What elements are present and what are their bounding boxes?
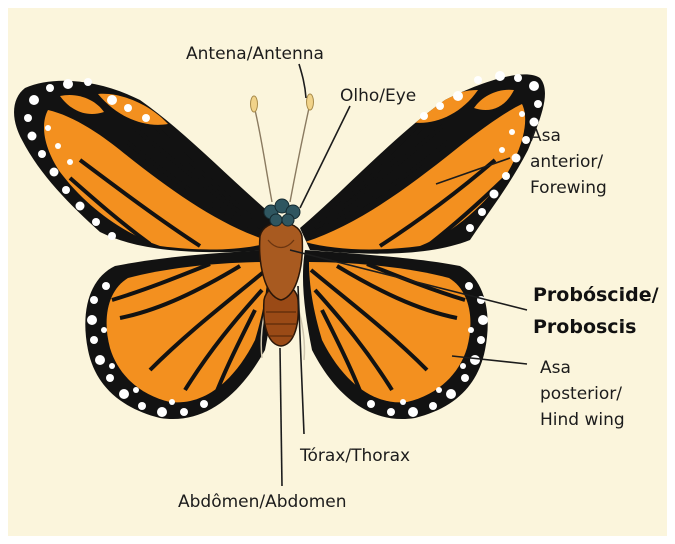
right-antenna-club <box>307 94 314 110</box>
right-hindwing <box>303 250 488 419</box>
eye-label: Olho/Eye <box>340 84 416 108</box>
thorax-pointer <box>298 286 304 434</box>
abdomen-pointer <box>280 348 282 486</box>
hindwing-label-line-2: posterior/ <box>540 382 622 406</box>
thorax-label: Tórax/Thorax <box>300 444 410 468</box>
antenna-pointer <box>299 64 306 98</box>
hindwing-label-line-3: Hind wing <box>540 408 625 432</box>
forewing-label-line-2: anterior/ <box>530 150 603 174</box>
antenna-label: Antena/Antenna <box>186 42 324 66</box>
abdomen-label: Abdômen/Abdomen <box>178 490 347 514</box>
antennae <box>255 108 309 202</box>
left-antenna-club <box>251 96 258 112</box>
left-hindwing <box>85 250 273 419</box>
proboscis-label-line-1: Probóscide/ <box>533 281 659 309</box>
left-forewing <box>14 78 288 252</box>
right-forewing <box>300 71 545 254</box>
proboscis-label-line-2: Proboscis <box>533 313 636 341</box>
forewing-label-line-1: Asa <box>530 124 561 148</box>
hindwing-label-line-1: Asa <box>540 356 571 380</box>
forewing-label-line-3: Forewing <box>530 176 607 200</box>
